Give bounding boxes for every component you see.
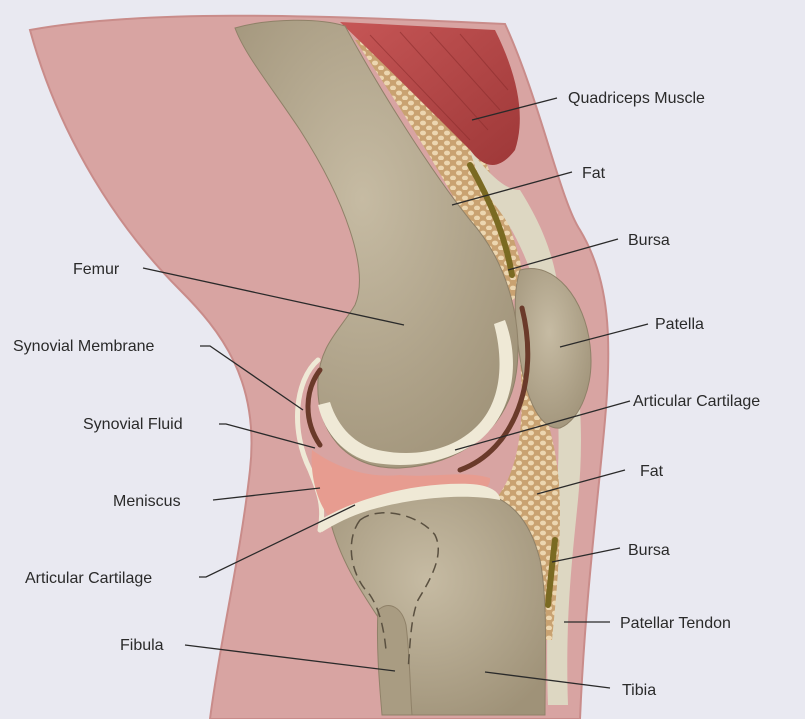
label-articular-cartilage-left: Articular Cartilage (25, 570, 152, 587)
label-meniscus: Meniscus (113, 493, 181, 510)
label-tibia: Tibia (622, 682, 656, 699)
label-bursa-lower: Bursa (628, 542, 670, 559)
label-patellar-tendon: Patellar Tendon (620, 615, 731, 632)
label-synovial-fluid: Synovial Fluid (83, 416, 183, 433)
label-femur: Femur (73, 261, 120, 278)
label-synovial-membrane: Synovial Membrane (13, 338, 155, 355)
label-fat-lower: Fat (640, 463, 664, 480)
label-fat-upper: Fat (582, 165, 606, 182)
label-fibula: Fibula (120, 637, 164, 654)
label-quadriceps-muscle: Quadriceps Muscle (568, 90, 705, 107)
label-bursa-upper: Bursa (628, 232, 670, 249)
label-articular-cartilage-right: Articular Cartilage (633, 393, 760, 410)
label-patella: Patella (655, 316, 704, 333)
